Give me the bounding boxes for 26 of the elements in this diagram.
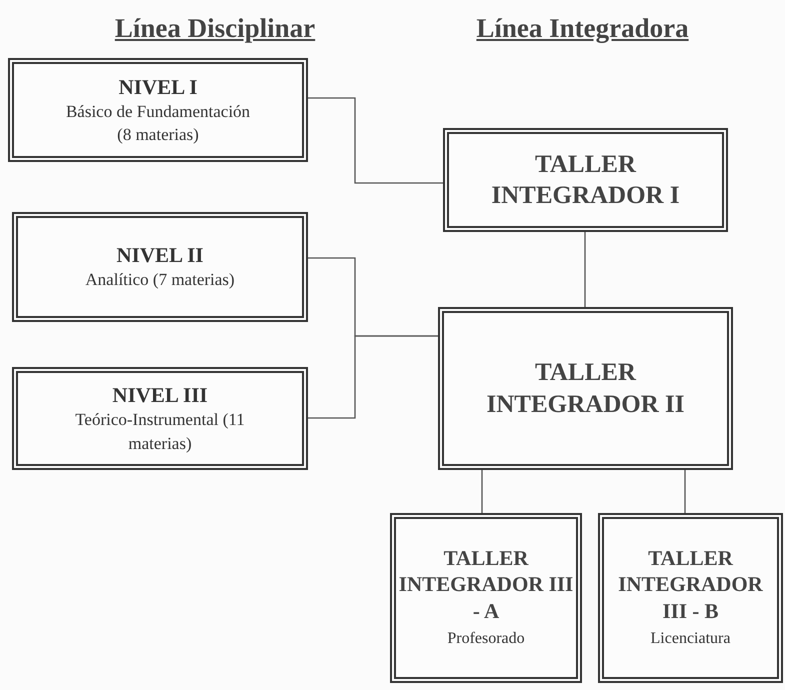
- workshop-box: [390, 513, 582, 683]
- box-description: Analítico (7 materias): [84, 269, 236, 292]
- workshop-box: [443, 128, 728, 232]
- level-box: [12, 212, 308, 322]
- workshop-box: [438, 307, 733, 470]
- box-description: Teórico-Instrumental (11 materias): [74, 409, 246, 455]
- box-title: NIVEL II: [116, 242, 204, 268]
- box-description: Profesorado: [447, 628, 525, 649]
- box-title: TALLER INTEGRADOR III - A: [398, 545, 574, 624]
- box-title: TALLER INTEGRADOR I: [490, 150, 681, 211]
- connector-line: [481, 470, 483, 513]
- level-box: [8, 58, 308, 162]
- workshop-box: [598, 513, 783, 683]
- connector-line: [584, 232, 586, 307]
- connector-line: [684, 470, 686, 513]
- box-title: NIVEL I: [118, 74, 198, 100]
- box-description: Básico de Fundamentación (8 materias): [64, 100, 252, 146]
- connector-line: [308, 335, 438, 419]
- box-description: Licenciatura: [650, 628, 730, 649]
- level-box: [12, 367, 308, 470]
- column-heading: Línea Integradora: [476, 13, 689, 43]
- box-title: TALLER INTEGRADOR III - B: [617, 545, 764, 624]
- box-title: TALLER INTEGRADOR II: [486, 358, 686, 420]
- box-title: NIVEL III: [112, 382, 208, 408]
- column-heading: Línea Disciplinar: [114, 13, 316, 43]
- connector-line: [308, 97, 443, 184]
